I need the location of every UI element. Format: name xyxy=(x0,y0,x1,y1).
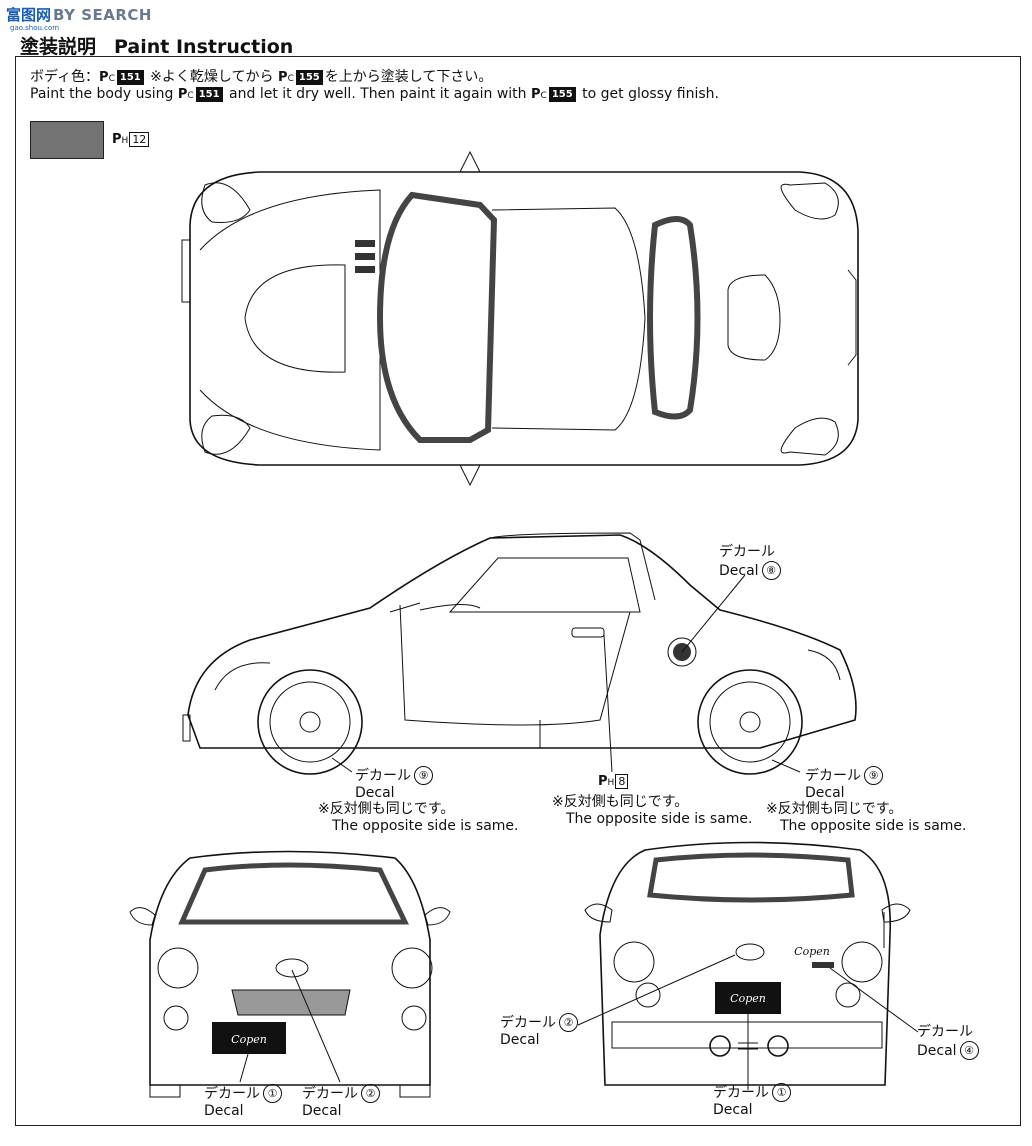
handle-code: 8 xyxy=(615,774,629,789)
pc-letter: P xyxy=(530,87,541,102)
callout-en: Decal xyxy=(204,1103,244,1119)
ph-letter: P xyxy=(112,132,122,147)
paint-code-badge: 155 xyxy=(295,70,323,85)
decal-number: ⑧ xyxy=(761,561,781,580)
instruction-jp-post: を上から塗装して下さい。 xyxy=(324,69,493,85)
decal-number: ② xyxy=(559,1013,578,1032)
callout-en: Decal xyxy=(302,1103,342,1119)
instruction-en-pre: Paint the body using xyxy=(30,86,174,102)
note-en: The opposite side is same. xyxy=(332,818,519,834)
pc-mark: PC xyxy=(274,70,295,85)
callout-jp: デカール xyxy=(500,1015,556,1031)
page-title: 塗装説明 Paint Instruction xyxy=(20,32,293,59)
car-rear-view: Copen Copen xyxy=(577,841,919,1090)
ph-mark: PH xyxy=(598,774,615,789)
callout-jp: デカール xyxy=(805,768,861,784)
pc-sub: C xyxy=(540,91,547,101)
rear-script-text: Copen xyxy=(794,945,830,958)
logo-subtext: gao.shou.com xyxy=(10,24,60,32)
title-en: Paint Instruction xyxy=(114,36,294,58)
ph-sub: H xyxy=(607,778,615,788)
callout-jp: デカール xyxy=(302,1086,358,1102)
pc-sub: C xyxy=(287,74,294,84)
wheel-left xyxy=(257,669,363,775)
paint-code-badge: 151 xyxy=(195,87,223,102)
note-en: The opposite side is same. xyxy=(780,818,967,834)
callout-jp: デカール xyxy=(355,768,411,784)
instruction-jp-mid: ※よく乾燥してから xyxy=(145,69,274,85)
front-plate-text: Copen xyxy=(231,1033,267,1046)
instruction-en-mid: and let it dry well. Then paint it again… xyxy=(229,86,527,102)
pc-sub: C xyxy=(187,91,194,101)
ph-mark: PH xyxy=(112,132,129,147)
note-jp: ※反対側も同じです。 xyxy=(552,794,689,810)
rear-plate-text: Copen xyxy=(730,992,766,1005)
instruction-jp-pre: ボディ色： xyxy=(30,69,100,85)
callout-en: Decal xyxy=(719,563,759,579)
ph-sub: H xyxy=(121,136,129,146)
callout-jp: デカール xyxy=(713,1085,769,1101)
car-front-view: Copen xyxy=(129,850,451,1098)
decal-number: ⑨ xyxy=(414,766,433,785)
logo-text-cn: 富图网 xyxy=(6,6,52,24)
instruction-en-post: to get glossy finish. xyxy=(582,86,719,102)
instruction-frame xyxy=(15,56,1021,1126)
callout-en: Decal xyxy=(500,1032,540,1048)
note-wheel-left: ※反対側も同じです。 The opposite side is same. xyxy=(318,801,518,835)
paint-code-badge: 155 xyxy=(548,87,576,102)
callout-en: Decal xyxy=(805,785,845,801)
car-side-view xyxy=(182,532,857,775)
decal-number: ① xyxy=(263,1084,282,1103)
title-jp: 塗装説明 xyxy=(20,36,97,58)
decal-number: ② xyxy=(361,1084,380,1103)
note-wheel-right: ※反対側も同じです。 The opposite side is same. xyxy=(766,801,966,835)
pc-letter: P xyxy=(278,70,288,85)
note-jp: ※反対側も同じです。 xyxy=(318,801,455,817)
callout-en: Decal xyxy=(713,1102,753,1118)
callout-jp: デカール xyxy=(204,1086,260,1102)
pc-mark: PC xyxy=(531,87,548,102)
callout-jp: デカール xyxy=(719,544,775,560)
callout-en: Decal xyxy=(917,1043,957,1059)
callout-en: Decal xyxy=(355,785,395,801)
paint-swatch xyxy=(30,121,104,159)
decal-number: ⑨ xyxy=(864,766,883,785)
ph-letter: P xyxy=(598,774,608,789)
logo-text-en: BY SEARCH xyxy=(53,6,152,24)
swatch-code: 12 xyxy=(129,132,150,147)
decal-number: ④ xyxy=(959,1041,979,1060)
note-handle: ※反対側も同じです。 The opposite side is same. xyxy=(552,794,752,828)
note-en: The opposite side is same. xyxy=(566,811,753,827)
car-top-view xyxy=(181,150,859,487)
pc-letter: P xyxy=(177,87,188,102)
paint-code-badge: 151 xyxy=(116,70,144,85)
pc-letter: P xyxy=(99,70,109,85)
decal-number: ① xyxy=(772,1083,791,1102)
note-jp: ※反対側も同じです。 xyxy=(766,801,903,817)
callout-jp: デカール xyxy=(917,1024,973,1040)
pc-mark: PC xyxy=(99,70,116,85)
wheel-right xyxy=(697,669,803,775)
pc-sub: C xyxy=(108,74,115,84)
pc-mark: PC xyxy=(178,87,195,102)
